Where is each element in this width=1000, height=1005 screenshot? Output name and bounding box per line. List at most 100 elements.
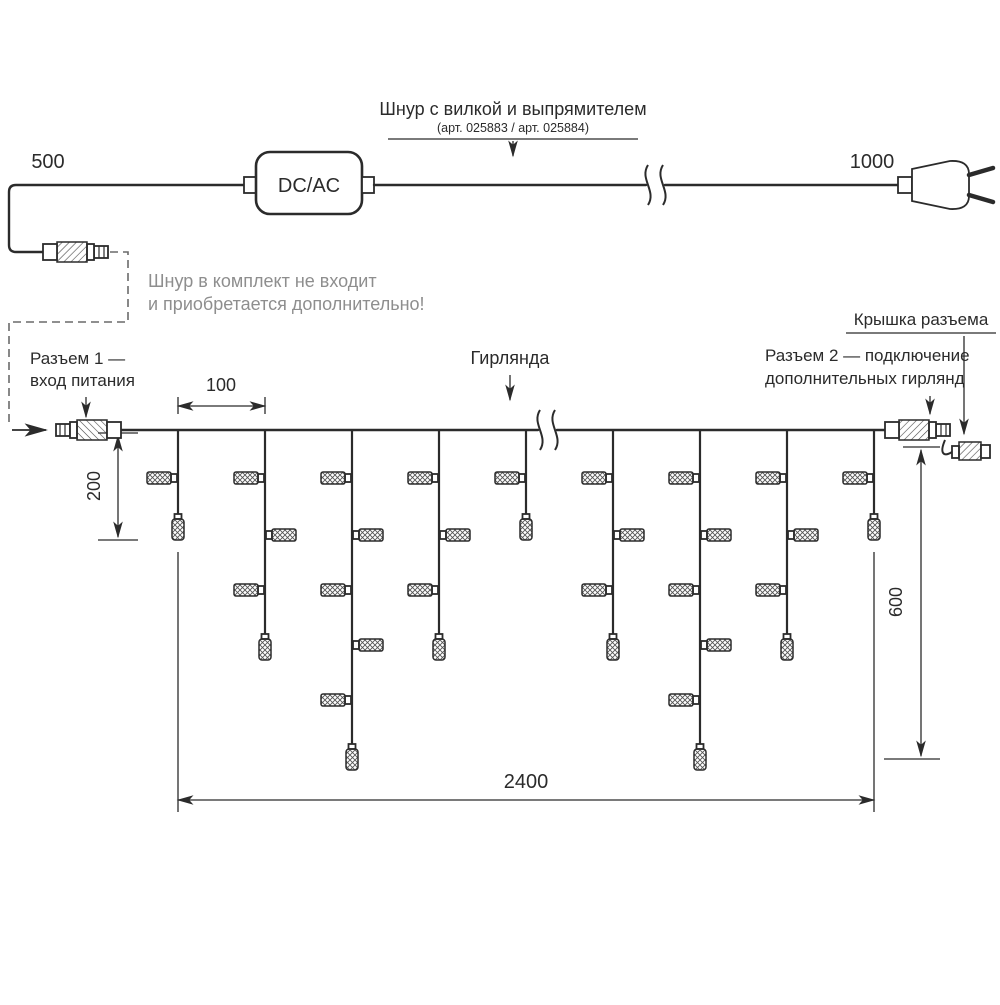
connector-collar bbox=[69, 421, 78, 439]
garland-assembly: Разъем 1 — вход питания Гирлянда Разъем … bbox=[30, 241, 996, 812]
cap-end bbox=[980, 444, 991, 459]
lamp bbox=[842, 471, 868, 485]
plug-body bbox=[911, 160, 970, 210]
converter-label: DC/AC bbox=[278, 175, 340, 197]
connector2-label-line1: Разъем 2 — подключение bbox=[765, 346, 970, 365]
lamp bbox=[445, 528, 471, 542]
lamp bbox=[358, 528, 384, 542]
optional-cord-dashed-path bbox=[8, 251, 129, 424]
lamp bbox=[581, 471, 607, 485]
garland-drop bbox=[755, 430, 819, 661]
dim-first-drop-value: 200 bbox=[84, 471, 104, 501]
lamp bbox=[706, 528, 732, 542]
drops-layer bbox=[146, 430, 881, 771]
lamp-holder bbox=[352, 640, 360, 650]
lamp-holder bbox=[344, 473, 352, 483]
connector-cap bbox=[941, 439, 991, 461]
lamp-holder bbox=[692, 473, 700, 483]
plug-icon bbox=[897, 160, 996, 210]
lamp-holder bbox=[787, 530, 795, 540]
converter-left-nub bbox=[243, 176, 257, 194]
dim-spacing-value: 100 bbox=[206, 375, 236, 395]
plug-nub bbox=[897, 176, 913, 194]
lamp bbox=[407, 583, 433, 597]
lamp-holder bbox=[170, 473, 178, 483]
cord-break-icon bbox=[644, 164, 652, 206]
garland-break-icon bbox=[536, 409, 544, 451]
lamp-holder bbox=[613, 530, 621, 540]
lamp bbox=[668, 471, 694, 485]
lamp bbox=[755, 471, 781, 485]
lamp bbox=[407, 471, 433, 485]
connector-nut bbox=[884, 421, 900, 439]
lamp bbox=[668, 583, 694, 597]
dimension-height: 600 bbox=[884, 446, 940, 760]
tip-lamp bbox=[606, 638, 620, 661]
lamp bbox=[271, 528, 297, 542]
lamp bbox=[581, 583, 607, 597]
not-included-note-line1: Шнур в комплект не входит bbox=[148, 271, 377, 291]
lamp-holder bbox=[518, 473, 526, 483]
connector1-label-line1: Разъем 1 — bbox=[30, 349, 125, 368]
connector-tip bbox=[935, 423, 951, 437]
tip-lamp bbox=[693, 748, 707, 771]
connector-tip bbox=[55, 423, 71, 437]
lamp bbox=[233, 471, 259, 485]
lamp-holder bbox=[352, 530, 360, 540]
lamp bbox=[494, 471, 520, 485]
garland-drop bbox=[320, 430, 384, 771]
lamp-holder bbox=[439, 530, 447, 540]
plug-pin bbox=[966, 192, 996, 205]
tip-lamp bbox=[258, 638, 272, 661]
lamp bbox=[793, 528, 819, 542]
connector-nut bbox=[42, 243, 58, 261]
converter-right-nub bbox=[361, 176, 375, 194]
garland-drop bbox=[407, 430, 471, 661]
lamp-holder bbox=[605, 585, 613, 595]
cord-callout-title: Шнур с вилкой и выпрямителем bbox=[379, 99, 646, 119]
connector-body bbox=[56, 241, 88, 263]
garland-label: Гирлянда bbox=[471, 348, 551, 368]
lamp-holder bbox=[344, 585, 352, 595]
dim-length-value: 2400 bbox=[504, 771, 549, 793]
garland-drop bbox=[494, 430, 533, 541]
tip-lamp bbox=[432, 638, 446, 661]
dimension-length: 2400 bbox=[176, 552, 876, 812]
lamp-holder bbox=[265, 530, 273, 540]
lamp bbox=[233, 583, 259, 597]
dim-height-value: 600 bbox=[886, 587, 906, 617]
connector1-label-line2: вход питания bbox=[30, 371, 135, 390]
lamp bbox=[668, 693, 694, 707]
lamp bbox=[146, 471, 172, 485]
garland-input-connector bbox=[55, 419, 122, 441]
connector-layer bbox=[42, 241, 951, 441]
cord-callout-subtitle: (арт. 025883 / арт. 025884) bbox=[437, 121, 589, 135]
connector-body bbox=[898, 419, 930, 441]
optional-cord-connector bbox=[42, 241, 109, 263]
cord-break-icon bbox=[659, 164, 667, 206]
tip-lamp bbox=[867, 518, 881, 541]
garland-drop bbox=[581, 430, 645, 661]
lamp-holder bbox=[257, 473, 265, 483]
lamp-holder bbox=[257, 585, 265, 595]
lamp bbox=[755, 583, 781, 597]
plug-pin bbox=[966, 165, 996, 178]
connector-collar bbox=[928, 421, 937, 439]
connector-nut bbox=[106, 421, 122, 439]
dimension-first-drop: 200 bbox=[84, 432, 138, 541]
cap-ring bbox=[951, 445, 960, 459]
lamp bbox=[706, 638, 732, 652]
lamp-holder bbox=[605, 473, 613, 483]
connector-body bbox=[76, 419, 108, 441]
cord-left-wire bbox=[7, 183, 256, 254]
cap-body bbox=[958, 441, 982, 461]
connector-tip bbox=[93, 245, 109, 259]
cap-tether bbox=[941, 439, 953, 456]
cap-label: Крышка разъема bbox=[854, 310, 989, 329]
dimension-spacing: 100 bbox=[176, 375, 267, 414]
lamp-holder bbox=[700, 640, 708, 650]
lamp-holder bbox=[344, 695, 352, 705]
garland-output-connector bbox=[884, 419, 951, 441]
garland-drop bbox=[668, 430, 732, 771]
